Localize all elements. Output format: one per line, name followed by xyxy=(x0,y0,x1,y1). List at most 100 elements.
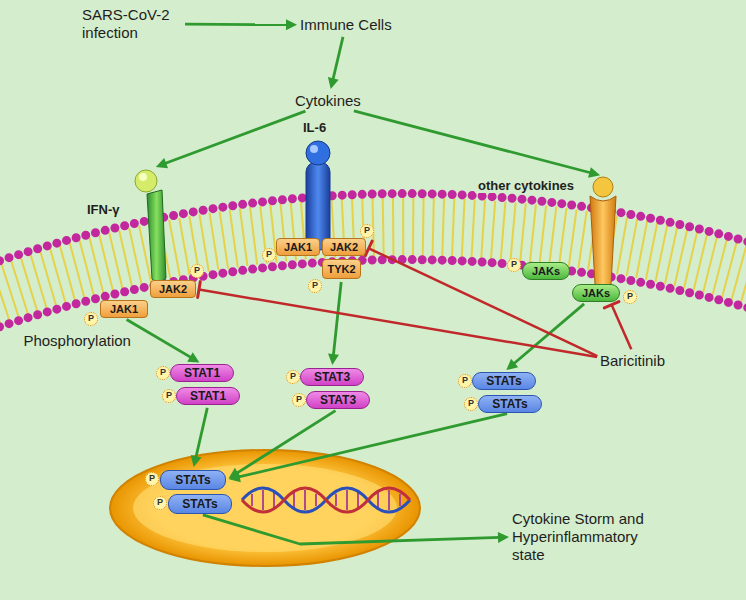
connector-line xyxy=(127,320,192,358)
connector-line xyxy=(203,515,500,544)
activation-arrow xyxy=(191,408,208,467)
kinase-box: JAK1 xyxy=(100,300,148,318)
phosphate-badge: P xyxy=(458,374,472,388)
connector-line xyxy=(185,23,288,26)
activation-arrow xyxy=(203,515,509,544)
inhibition-bar xyxy=(365,241,372,255)
connector-line xyxy=(238,414,507,478)
arrow-head xyxy=(229,471,241,482)
node-text: JAK2 xyxy=(159,283,187,295)
activation-arrow xyxy=(354,111,600,178)
phosphate-badge: P xyxy=(292,393,306,407)
arrow-head xyxy=(187,352,199,362)
node-text: JAK1 xyxy=(110,303,138,315)
node-text: STATs xyxy=(182,497,217,511)
dna-helix xyxy=(242,488,410,512)
arrow-head xyxy=(328,353,339,365)
edge-label: Phosphorylation xyxy=(21,332,133,350)
node-text: STAT3 xyxy=(314,370,350,384)
phosphate-badge: P xyxy=(507,258,521,272)
event-text: SARS-CoV-2 infection xyxy=(82,6,182,42)
kinase-box: JAK2 xyxy=(322,238,366,256)
node-text: JAK2 xyxy=(330,241,358,253)
node-text: Cytokine Storm and Hyperinflammatory sta… xyxy=(512,510,662,564)
connector-line xyxy=(354,111,592,173)
connector-line xyxy=(164,111,305,164)
arrow-head xyxy=(191,455,202,467)
phosphate-badge: P xyxy=(156,366,170,380)
arrow-head xyxy=(286,19,297,30)
receptor: IL-6 xyxy=(298,140,338,252)
ifn-receptor-shape xyxy=(132,168,174,286)
connector-line xyxy=(236,411,335,474)
phosphate-badge: P xyxy=(308,279,322,293)
nucleus xyxy=(110,450,420,566)
phosphate-badge: P xyxy=(360,224,374,238)
node-text: JAK1 xyxy=(284,241,312,253)
stat-protein: STATs xyxy=(472,372,536,390)
connector-line xyxy=(199,290,597,357)
phosphate-badge: P xyxy=(623,290,637,304)
node-text: STATs xyxy=(492,397,527,411)
receptor-label: IFN-γ xyxy=(84,202,123,217)
node-text: STAT1 xyxy=(184,366,220,380)
receptor-label: IL-6 xyxy=(300,120,329,135)
inhibition-bar xyxy=(604,302,619,308)
stat-protein: STATs xyxy=(160,470,226,490)
stat-protein: STAT3 xyxy=(300,368,364,386)
inhibition-bar xyxy=(198,282,201,298)
node-text: STATs xyxy=(175,473,210,487)
phosphate-badge: P xyxy=(162,389,176,403)
phosphate-badge: P xyxy=(464,397,478,411)
activation-arrow xyxy=(127,320,200,363)
cell-text: Immune Cells xyxy=(300,16,392,34)
receptor: IFN-γ xyxy=(132,168,174,286)
receptor: other cytokines xyxy=(585,176,621,288)
arrow-head xyxy=(156,158,168,168)
node-text: STAT1 xyxy=(190,389,226,403)
cytokine-receptor-shape xyxy=(585,176,621,288)
arrow-head xyxy=(498,532,509,543)
phosphate-badge: P xyxy=(262,248,276,262)
arrow-head xyxy=(506,359,518,370)
activation-arrow xyxy=(229,414,507,482)
connector-line xyxy=(369,248,598,356)
node-text: JAKs xyxy=(582,287,610,299)
stat-protein: STAT1 xyxy=(176,387,240,405)
phosphate-badge: P xyxy=(190,264,204,278)
connector-line xyxy=(333,37,343,80)
kinase-box: JAKs xyxy=(572,284,620,302)
connector-line xyxy=(612,305,632,350)
activation-arrow xyxy=(185,19,297,30)
phosphate-badge: P xyxy=(84,312,98,326)
activation-arrow xyxy=(506,304,584,370)
activation-arrow xyxy=(156,111,306,168)
node-text: JAKs xyxy=(532,265,560,277)
connector-line xyxy=(333,282,341,356)
node-text: Cytokines xyxy=(295,92,361,110)
kinase-box: TYK2 xyxy=(322,259,361,279)
inhibition-line xyxy=(198,282,597,357)
activation-arrow xyxy=(328,37,343,89)
cytokine-text: Cytokines xyxy=(295,92,361,110)
il6-receptor-shape xyxy=(298,140,338,252)
stat-protein: STATs xyxy=(478,395,542,413)
activation-arrow xyxy=(328,282,341,365)
stat-protein: STATs xyxy=(168,494,232,514)
node-text: Baricitinib xyxy=(600,352,665,370)
inhibition-line xyxy=(604,302,631,350)
receptor-label: other cytokines xyxy=(475,178,577,193)
phosphate-badge: P xyxy=(153,496,167,510)
node-text: STATs xyxy=(486,374,521,388)
phosphate-badge: P xyxy=(145,472,159,486)
activation-arrow xyxy=(229,411,336,479)
phosphate-badge: P xyxy=(286,370,300,384)
outcome-text: Cytokine Storm and Hyperinflammatory sta… xyxy=(512,510,662,564)
node-text: STAT3 xyxy=(320,393,356,407)
stat-protein: STAT3 xyxy=(306,391,370,409)
kinase-box: JAK2 xyxy=(150,280,196,298)
connector-line xyxy=(196,408,208,458)
node-text: SARS-CoV-2 infection xyxy=(82,6,182,42)
drug-text: Baricitinib xyxy=(600,352,665,370)
kinase-box: JAK1 xyxy=(276,238,320,256)
